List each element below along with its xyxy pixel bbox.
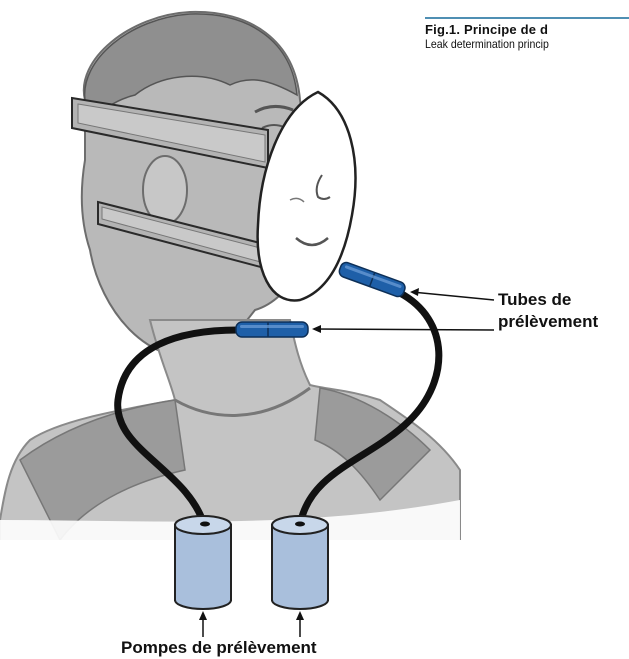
sampling-pump-right — [272, 516, 328, 609]
sampling-tube-lower — [236, 322, 308, 337]
sampling-pump-left — [175, 516, 231, 609]
tubes-label-line1: Tubes de — [498, 290, 571, 310]
tubes-label-line2: prélèvement — [498, 312, 598, 332]
pumps-label: Pompes de prélèvement — [121, 638, 317, 658]
ear-shape — [143, 156, 187, 224]
tube-pointer-upper — [412, 292, 494, 300]
tube-pointer-lower — [314, 329, 494, 330]
tube-arrowhead-upper — [410, 288, 419, 296]
tube-arrowhead-lower — [312, 325, 321, 333]
sampling-tube-upper — [338, 261, 407, 298]
